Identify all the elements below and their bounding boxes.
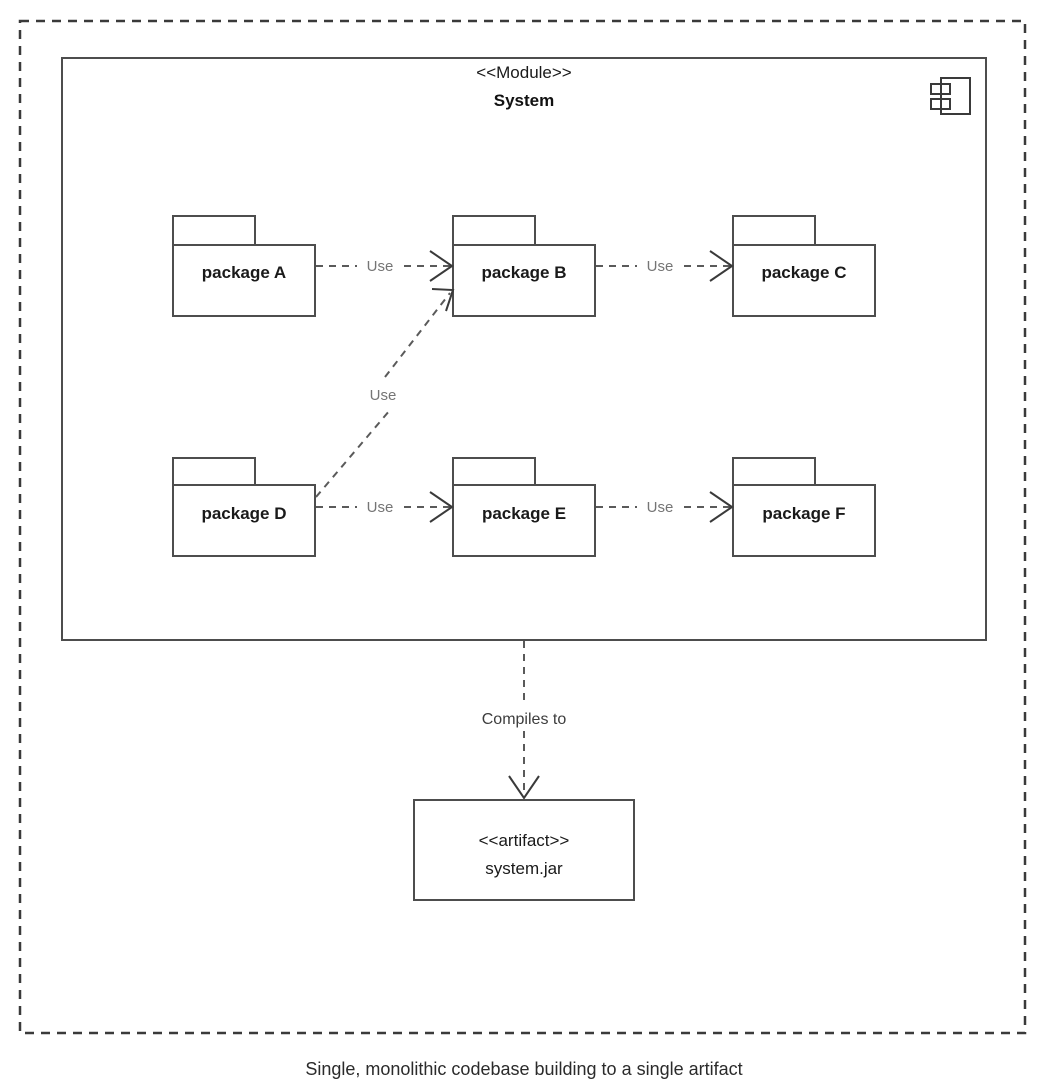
package-c-label: package C — [761, 263, 846, 282]
artifact-stereotype-label: <<artifact>> — [479, 831, 570, 850]
artifact-box — [413, 799, 635, 901]
package-e-label: package E — [482, 504, 566, 523]
monolith-boundary — [18, 19, 1027, 1035]
package-b-body — [452, 244, 596, 317]
dependency-d-to-e[interactable]: Use — [316, 491, 454, 523]
package-d-label: package D — [201, 504, 286, 523]
package-e-body — [452, 484, 596, 557]
dependency-b-to-c[interactable]: Use — [596, 250, 734, 282]
package-b-label: package B — [481, 263, 566, 282]
package-b-tab — [452, 215, 536, 247]
dependency-b-to-c-label: Use — [647, 258, 674, 275]
artifact-node[interactable]: <<artifact>> system.jar — [413, 799, 635, 901]
package-a[interactable]: package A — [172, 215, 316, 317]
module-stereotype-label: <<Module>> — [476, 63, 572, 82]
package-f-tab — [732, 457, 816, 487]
package-d-body — [172, 484, 316, 557]
package-c[interactable]: package C — [732, 215, 876, 317]
dependency-a-to-b[interactable]: Use — [316, 250, 454, 282]
package-c-tab — [732, 215, 816, 247]
compiles-to-label: Compiles to — [482, 711, 567, 728]
package-e[interactable]: package E — [452, 457, 596, 557]
package-d-tab — [172, 457, 256, 487]
package-e-tab — [452, 457, 536, 487]
dependency-e-to-f[interactable]: Use — [596, 491, 734, 523]
diagram-caption: Single, monolithic codebase building to … — [305, 1059, 742, 1079]
dependency-a-to-b-label: Use — [367, 258, 394, 275]
package-a-tab — [172, 215, 256, 247]
dependency-d-to-b-label: Use — [370, 387, 397, 404]
artifact-name-label: system.jar — [485, 859, 563, 878]
package-d[interactable]: package D — [172, 457, 316, 557]
module-name-label: System — [494, 91, 554, 110]
compiles-to-relationship[interactable]: Compiles to — [482, 641, 567, 800]
uml-component-icon — [930, 77, 971, 115]
package-f-body — [732, 484, 876, 557]
dependency-e-to-f-label: Use — [647, 499, 674, 516]
package-f[interactable]: package F — [732, 457, 876, 557]
dependency-d-to-e-label: Use — [367, 499, 394, 516]
package-c-body — [732, 244, 876, 317]
dependency-d-to-b[interactable]: Use — [315, 288, 455, 498]
package-a-body — [172, 244, 316, 317]
package-f-label: package F — [762, 504, 845, 523]
package-b[interactable]: package B — [452, 215, 596, 317]
package-a-label: package A — [202, 263, 286, 282]
